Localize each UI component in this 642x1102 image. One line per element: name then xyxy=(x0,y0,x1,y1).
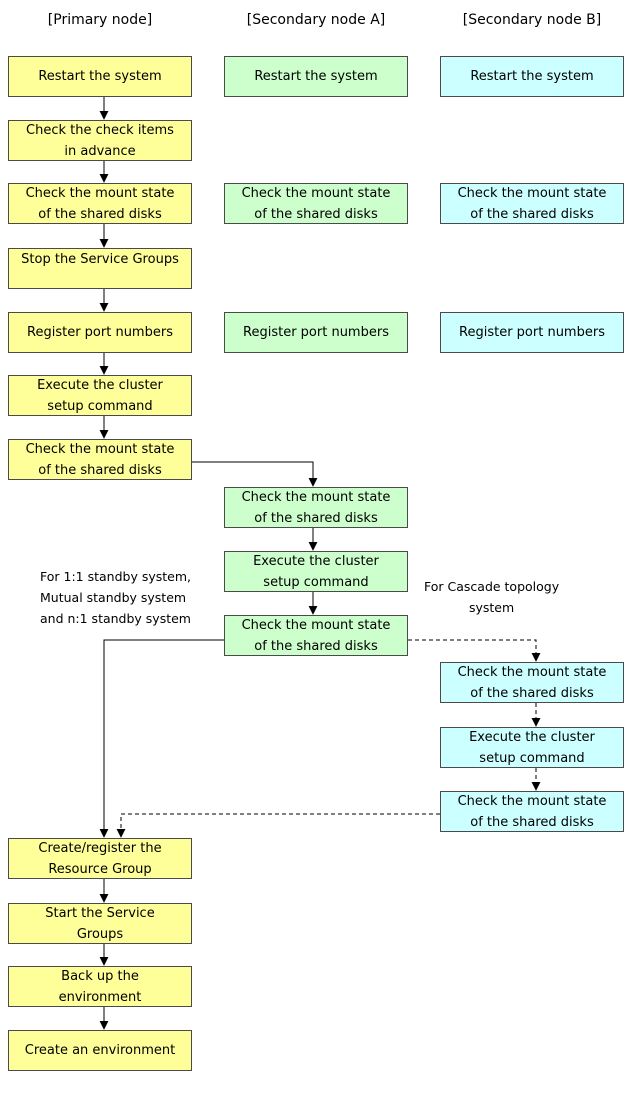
secondary-b-register-ports-step: Register port numbers xyxy=(440,312,624,353)
secondary-b-mount-check-step-2: Check the mount state of the shared disks xyxy=(440,662,624,703)
text-line: setup command xyxy=(479,750,585,766)
text-line: Stop the Service Groups xyxy=(21,252,179,267)
text-line: of the shared disks xyxy=(470,814,594,830)
text-line: setup command xyxy=(263,574,369,590)
primary-restart-step: Restart the system xyxy=(8,56,192,97)
text-line: Execute the cluster xyxy=(37,377,163,393)
text-line: environment xyxy=(58,989,142,1005)
text-line: Resource Group xyxy=(48,861,152,877)
text-line: Check the mount state xyxy=(25,441,175,457)
secondary-a-mount-check-step-3: Check the mount state of the shared disks xyxy=(224,615,408,656)
text-line: of the shared disks xyxy=(38,206,162,222)
text-line: Register port numbers xyxy=(27,325,173,340)
text-line: Execute the cluster xyxy=(253,553,379,569)
text-line: of the shared disks xyxy=(38,462,162,478)
text-line: of the shared disks xyxy=(470,685,594,701)
text-line: Create/register the xyxy=(38,840,162,856)
primary-backup-environment-step: Back up the environment xyxy=(8,966,192,1007)
text-line: of the shared disks xyxy=(254,206,378,222)
primary-mount-check-step-1: Check the mount state of the shared disks xyxy=(8,183,192,224)
secondary-a-mount-check-step-2: Check the mount state of the shared disks xyxy=(224,487,408,528)
primary-mount-check-step-2: Check the mount state of the shared disks xyxy=(8,439,192,480)
text-line: Groups xyxy=(76,926,124,942)
text-line: Mutual standby system xyxy=(40,590,187,605)
text-line: For 1:1 standby system, xyxy=(40,569,191,584)
secondary-b-mount-check-step-1: Check the mount state of the shared disks xyxy=(440,183,624,224)
text-line: Register port numbers xyxy=(459,325,605,340)
secondary-b-cluster-setup-step: Execute the cluster setup command xyxy=(440,727,624,768)
text-line: Check the mount state xyxy=(241,185,391,201)
secondary-a-cluster-setup-step: Execute the cluster setup command xyxy=(224,551,408,592)
text-line: Restart the system xyxy=(254,69,378,84)
primary-check-items-step: Check the check items in advance xyxy=(8,120,192,161)
cascade-topology-note: For Cascade topology system xyxy=(424,576,559,618)
text-line: of the shared disks xyxy=(254,638,378,654)
secondary-node-b-header: [Secondary node B] xyxy=(462,12,602,28)
text-line: Create an environment xyxy=(24,1043,176,1058)
text-line: For Cascade topology xyxy=(424,579,560,594)
arrow-b-to-primary-cascade xyxy=(116,813,440,838)
secondary-a-mount-check-step-1: Check the mount state of the shared disks xyxy=(224,183,408,224)
text-line: Check the mount state xyxy=(241,489,391,505)
text-line: Back up the xyxy=(61,968,139,984)
text-line: Check the mount state xyxy=(241,617,391,633)
text-line: Check the mount state xyxy=(457,664,607,680)
secondary-a-register-ports-step: Register port numbers xyxy=(224,312,408,353)
standby-system-note: For 1:1 standby system, Mutual standby sy… xyxy=(40,566,191,629)
text-line: Register port numbers xyxy=(243,325,389,340)
text-line: Start the Service xyxy=(45,905,155,921)
primary-cluster-setup-step: Execute the cluster setup command xyxy=(8,375,192,416)
text-line: Check the check items xyxy=(26,122,174,138)
text-line: Execute the cluster xyxy=(469,729,595,745)
arrow-primary-to-secondary-a xyxy=(192,461,318,487)
secondary-a-restart-step: Restart the system xyxy=(224,56,408,97)
primary-node-header: [Primary node] xyxy=(47,12,153,28)
secondary-b-restart-step: Restart the system xyxy=(440,56,624,97)
text-line: Check the mount state xyxy=(25,185,175,201)
text-line: Check the mount state xyxy=(457,185,607,201)
arrow-a-to-primary-standby xyxy=(99,639,224,838)
secondary-b-mount-check-step-3: Check the mount state of the shared disks xyxy=(440,791,624,832)
text-line: and n:1 standby system xyxy=(40,611,191,626)
arrow-a-to-b-cascade xyxy=(408,639,541,662)
text-line: setup command xyxy=(47,398,153,414)
text-line: in advance xyxy=(64,143,136,159)
text-line: Restart the system xyxy=(470,69,594,84)
text-line: Restart the system xyxy=(38,69,162,84)
text-line: of the shared disks xyxy=(470,206,594,222)
primary-register-ports-step: Register port numbers xyxy=(8,312,192,353)
text-line: of the shared disks xyxy=(254,510,378,526)
primary-create-environment-step: Create an environment xyxy=(8,1030,192,1071)
text-line: system xyxy=(468,600,515,615)
text-line: Check the mount state xyxy=(457,793,607,809)
secondary-node-a-header: [Secondary node A] xyxy=(246,12,386,28)
primary-stop-service-groups-step: Stop the Service Groups xyxy=(8,248,192,289)
